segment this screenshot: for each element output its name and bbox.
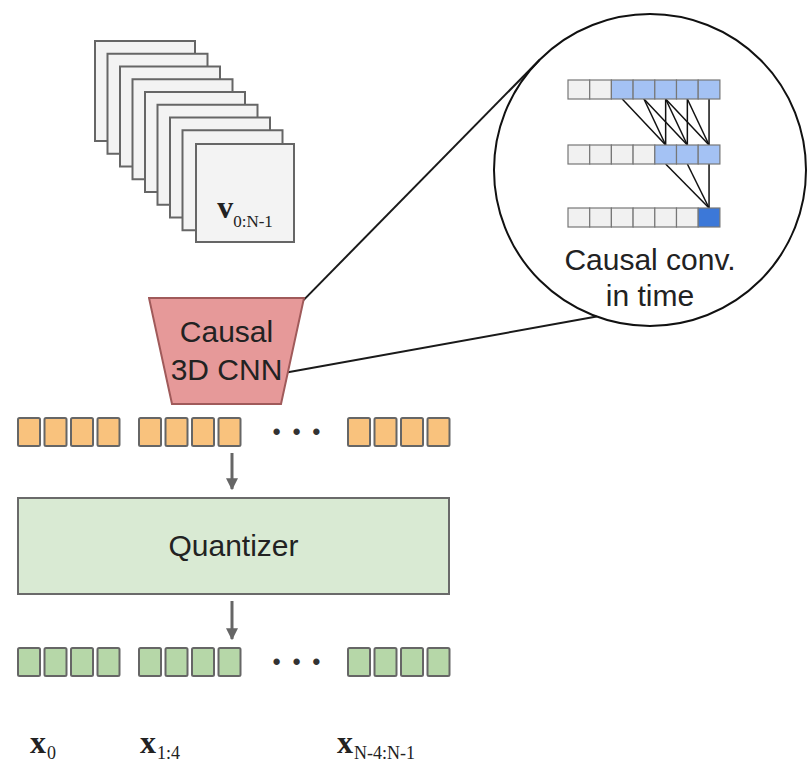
conv-cell	[633, 145, 655, 164]
cnn-trapezoid: Causal 3D CNN	[148, 297, 305, 405]
token-cell	[348, 418, 370, 446]
math-symbol: x	[337, 722, 353, 762]
token-cell	[98, 418, 120, 446]
ellipsis: • • •	[273, 650, 323, 674]
conv-cell	[698, 145, 720, 164]
block-label: Causal 3D CNN	[162, 313, 292, 389]
token-cell	[192, 648, 214, 676]
conv-cell	[677, 145, 699, 164]
conv-cell	[590, 208, 612, 227]
conv-link	[644, 99, 666, 145]
zoom-circle: Causal conv. in time	[493, 13, 807, 327]
token-rows	[18, 418, 450, 676]
token-cell	[166, 418, 188, 446]
token-cell	[45, 648, 67, 676]
conv-cell	[568, 80, 590, 99]
conv-illustration	[568, 80, 720, 227]
conv-link	[666, 99, 688, 145]
conv-link	[687, 164, 709, 208]
token-cell	[45, 418, 67, 446]
video-frame-box: v0:N-1	[195, 143, 295, 243]
subscript: 0	[47, 742, 56, 764]
token-cell	[71, 418, 93, 446]
zoom-line	[304, 60, 540, 300]
token-cell	[166, 648, 188, 676]
token-cell	[428, 648, 450, 676]
token-cell	[348, 648, 370, 676]
math-symbol: v	[217, 189, 233, 225]
conv-cell	[677, 208, 699, 227]
ellipsis: • • •	[273, 420, 323, 444]
conv-cell	[611, 208, 633, 227]
conv-cell	[590, 80, 612, 99]
token-cell	[71, 648, 93, 676]
conv-cell	[677, 80, 699, 99]
conv-cell	[568, 145, 590, 164]
conv-cell	[568, 208, 590, 227]
zoom-label: Causal conv. in time	[555, 242, 745, 314]
conv-link	[666, 99, 709, 145]
token-cell	[18, 418, 40, 446]
block-label: Quantizer	[168, 528, 298, 564]
token-cell	[428, 418, 450, 446]
conv-cell	[633, 208, 655, 227]
token-cell	[139, 418, 161, 446]
token-cell	[219, 418, 241, 446]
zoom-line	[288, 317, 597, 373]
flow-arrow	[231, 601, 234, 639]
flow-arrow	[231, 453, 234, 489]
token-cell	[219, 648, 241, 676]
conv-link	[666, 164, 709, 208]
conv-cell	[611, 80, 633, 99]
token-cell	[401, 418, 423, 446]
conv-link	[687, 99, 709, 145]
conv-cell	[633, 80, 655, 99]
token-cell	[375, 418, 397, 446]
conv-cell	[655, 145, 677, 164]
math-symbol: x	[30, 722, 46, 762]
conv-cell	[698, 208, 720, 227]
conv-cell	[655, 208, 677, 227]
conv-link	[708, 99, 710, 145]
token-cell	[401, 648, 423, 676]
subscript: N-4:N-1	[354, 742, 415, 764]
trapezoid-outline	[148, 297, 305, 405]
token-cell	[18, 648, 40, 676]
conv-link	[644, 99, 687, 145]
token-cell	[139, 648, 161, 676]
conv-cell	[655, 80, 677, 99]
token-cell	[375, 648, 397, 676]
conv-cell	[611, 145, 633, 164]
conv-link	[708, 164, 710, 208]
quantizer-box: Quantizer	[17, 497, 450, 595]
conv-cell	[698, 80, 720, 99]
subscript: 1:4	[157, 742, 180, 764]
token-cell	[192, 418, 214, 446]
math-symbol: x	[140, 722, 156, 762]
token-cell	[98, 648, 120, 676]
trapezoid-shape	[149, 298, 304, 404]
subscript: 0:N-1	[233, 212, 273, 231]
conv-cell	[590, 145, 612, 164]
conv-link	[622, 99, 665, 145]
